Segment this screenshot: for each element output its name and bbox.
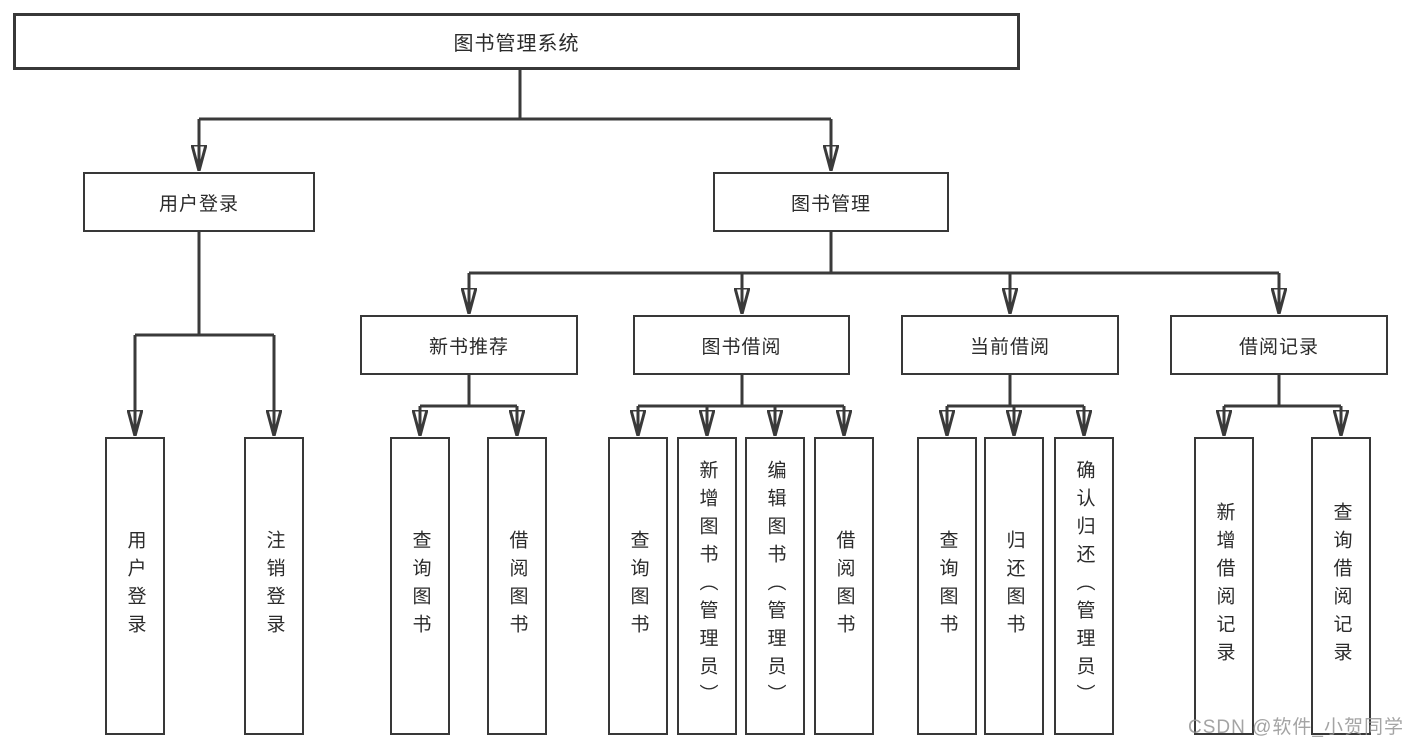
- leaf-add-book-admin: 新增图书（管理员）: [677, 437, 737, 735]
- leaf-query-books-current: 查询图书: [917, 437, 977, 735]
- leaf-return-book: 归还图书: [984, 437, 1044, 735]
- leaf-edit-book-admin: 编辑图书（管理员）: [745, 437, 805, 735]
- node-book-borrowing: 图书借阅: [633, 315, 850, 375]
- csdn-watermark: CSDN @软件_小贺同学: [1188, 717, 1404, 738]
- leaf-confirm-return-admin: 确认归还（管理员）: [1054, 437, 1114, 735]
- edge-root-rail: [199, 70, 831, 121]
- edge-borrowing-records-rail: [1224, 375, 1341, 408]
- node-borrowing-records: 借阅记录: [1170, 315, 1388, 375]
- node-book-management: 图书管理: [713, 172, 949, 232]
- leaf-borrow-books-recommend: 借阅图书: [487, 437, 547, 735]
- leaf-borrow-books-borrowing: 借阅图书: [814, 437, 874, 735]
- node-new-book-recommend: 新书推荐: [360, 315, 578, 375]
- leaf-query-borrow-record: 查询借阅记录: [1311, 437, 1371, 735]
- leaf-query-books-borrowing: 查询图书: [608, 437, 668, 735]
- leaf-logout: 注销登录: [244, 437, 304, 735]
- leaf-user-login: 用户登录: [105, 437, 165, 735]
- node-user-login: 用户登录: [83, 172, 315, 232]
- edge-book-borrowing-rail: [638, 375, 844, 408]
- edge-book-management-rail: [469, 232, 1279, 275]
- node-root-library-system: 图书管理系统: [13, 13, 1020, 70]
- edge-new-book-recommend-rail: [420, 375, 517, 408]
- edge-user-login-rail: [135, 232, 274, 337]
- node-current-borrowing: 当前借阅: [901, 315, 1119, 375]
- edge-current-borrowing-rail: [947, 375, 1084, 408]
- leaf-add-borrow-record: 新增借阅记录: [1194, 437, 1254, 735]
- leaf-query-books-recommend: 查询图书: [390, 437, 450, 735]
